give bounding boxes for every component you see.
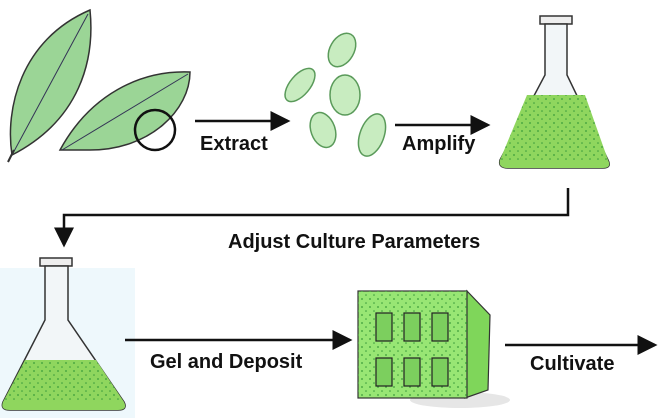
adjust-label: Adjust Culture Parameters [228,231,480,253]
gel-label: Gel and Deposit [150,351,303,373]
leaf-illustration [7,8,191,163]
selection-circle-icon [133,108,177,152]
cultivate-label: Cultivate [530,353,614,375]
amplify-label: Amplify [402,133,476,155]
feedback-arrow [54,188,570,248]
cells-illustration [284,32,387,157]
scaffold-illustration [357,289,510,408]
flask-illustration-2 [0,257,135,418]
flask-illustration [498,15,610,169]
extract-label: Extract [200,133,268,155]
